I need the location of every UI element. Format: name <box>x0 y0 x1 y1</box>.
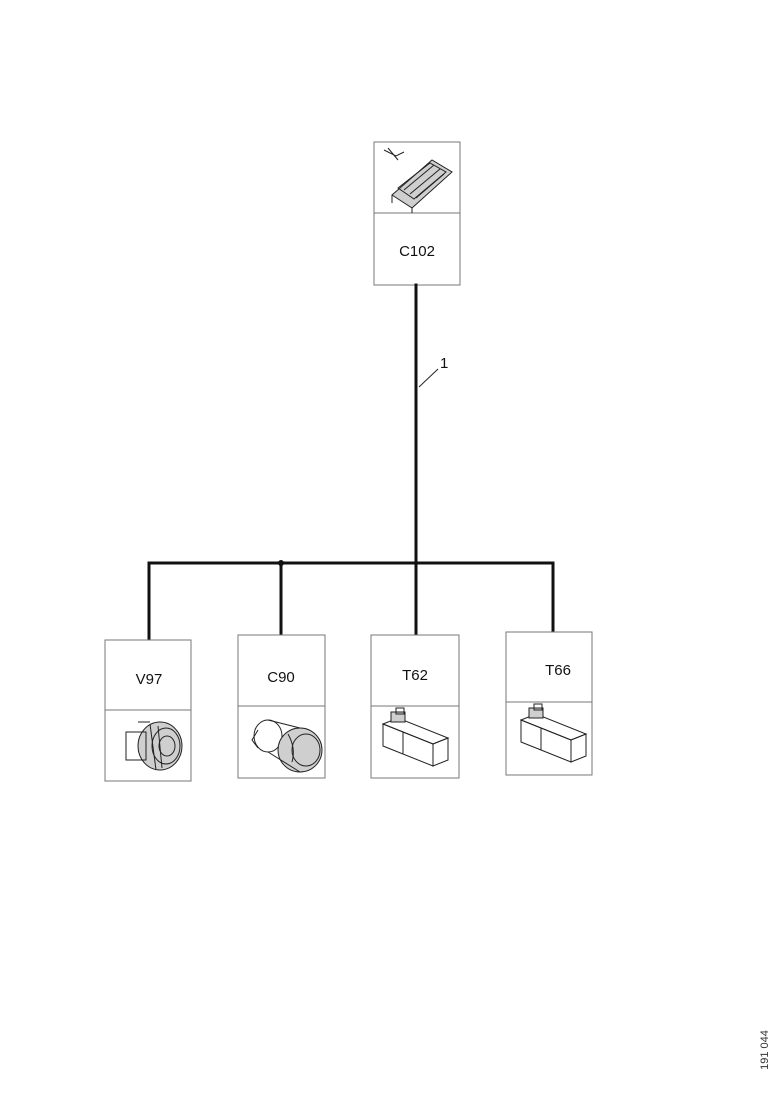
connector-label: V97 <box>136 671 163 688</box>
connector-box-v97[interactable]: V97 <box>104 639 192 782</box>
block-terminal-icon <box>519 703 588 763</box>
connector-box-c90[interactable]: C90 <box>237 634 326 779</box>
connector-label: T62 <box>402 667 428 684</box>
wire-harness <box>147 283 555 642</box>
round-connector-icon <box>251 719 323 773</box>
top-connector-box[interactable]: C102 <box>373 141 461 286</box>
connector-box-t66[interactable]: T66 <box>505 631 593 776</box>
connector-label: C90 <box>267 669 295 686</box>
splice-node <box>278 560 284 566</box>
round-connector-icon <box>125 721 183 771</box>
top-connector-label: C102 <box>399 243 435 260</box>
multi-pin-connector-icon <box>383 147 453 213</box>
drawing-reference: 191 044 <box>759 1030 771 1070</box>
wire-callout: 1 <box>418 355 448 388</box>
block-terminal-icon <box>381 707 450 767</box>
connector-label: T66 <box>545 662 571 679</box>
wire-number: 1 <box>440 355 448 372</box>
connector-box-t62[interactable]: T62 <box>370 634 460 779</box>
